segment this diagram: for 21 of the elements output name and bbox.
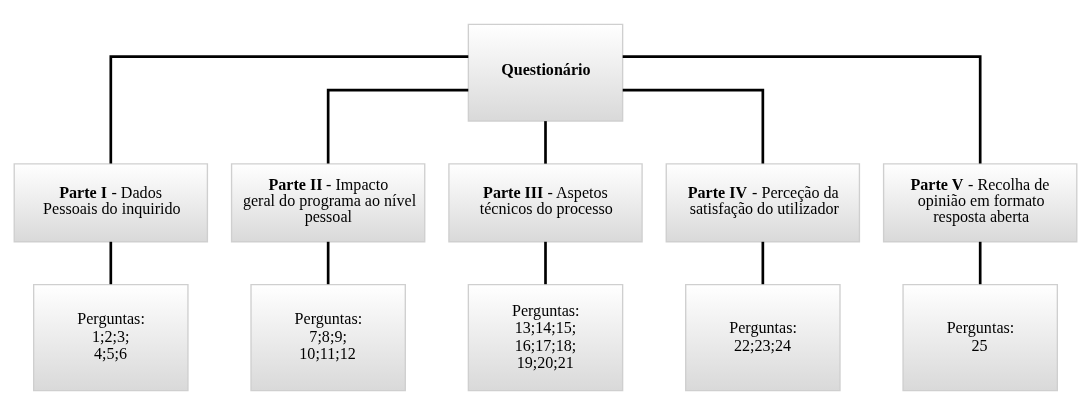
node-box: Parte IV - Perceção da satisfação do utilizador — [665, 162, 861, 242]
connector — [978, 241, 982, 284]
node-box: Perguntas: 22;23;24 — [685, 283, 841, 391]
node-box: Perguntas: 13;14;15; 16;17;18; 19;20;21 — [467, 283, 624, 391]
connector — [326, 241, 330, 284]
connector — [622, 54, 982, 164]
node-box: Perguntas: 1;2;3; 4;5;6 — [33, 283, 189, 391]
connector — [109, 54, 469, 164]
connector — [326, 88, 469, 163]
node-box: Parte III - Aspetos técnicos do processo — [448, 162, 643, 242]
connector — [109, 241, 113, 284]
node-box: Perguntas: 7;8;9; 10;11;12 — [250, 283, 406, 391]
node-box: Parte II - Impacto geral do programa ao nível pessoal — [230, 162, 426, 242]
node-box: Questionário — [467, 23, 624, 122]
connector — [761, 241, 765, 284]
connector — [622, 88, 765, 163]
node-box: Perguntas: 25 — [902, 283, 1058, 391]
connector — [544, 120, 547, 164]
node-box: Parte I - Dados Pessoais do inquirido — [13, 162, 209, 242]
node-box: Parte V - Recolha de opinião em formato resposta aberta — [882, 162, 1078, 242]
connector — [544, 241, 547, 284]
